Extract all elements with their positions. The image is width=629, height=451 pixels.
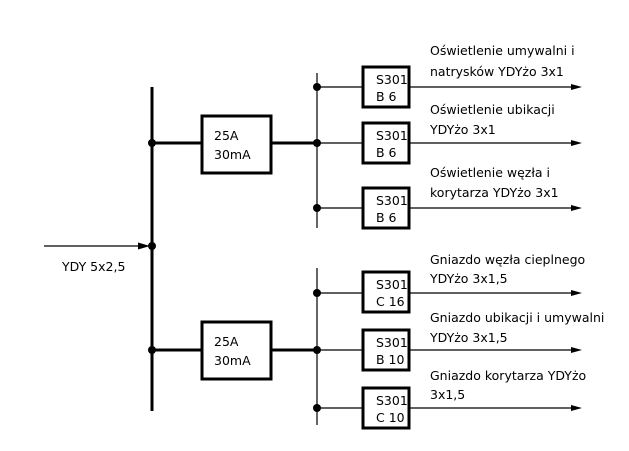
- circuit-3-breaker-type: S301: [376, 193, 408, 208]
- circuit-1-breaker-type: S301: [376, 72, 408, 87]
- rcd-bottom-box: [200, 320, 273, 381]
- circuit-5-breaker-rating: B 10: [376, 352, 405, 367]
- circuit-3-desc-line1: Oświetlenie węzła i: [430, 165, 550, 180]
- circuit-4-arrow: [571, 290, 582, 296]
- circuit-4-breaker-rating: C 16: [376, 294, 405, 309]
- circuit-6-breaker-rating: C 10: [376, 410, 405, 425]
- circuit-1-desc-line1: Oświetlenie umywalni i: [430, 43, 575, 58]
- circuit-2-desc-line2: YDYżo 3x1: [429, 122, 496, 137]
- rcd-bottom-trip: 30mA: [214, 353, 251, 368]
- circuit-5-desc-line2: YDYżo 3x1,5: [429, 330, 508, 345]
- circuit-3-breaker: [361, 186, 411, 230]
- circuit-3-breaker-rating: B 6: [376, 210, 397, 225]
- circuit-6-desc-line2: 3x1,5: [430, 387, 465, 402]
- circuit-6-arrow: [571, 405, 582, 411]
- supply-junction: [148, 242, 156, 250]
- circuit-1-arrow: [571, 84, 582, 90]
- circuit-4: S301 C 16 Gniazdo węzła cieplnego YDYżo …: [313, 252, 585, 314]
- circuit-4-breaker-type: S301: [376, 277, 408, 292]
- circuit-5: S301 B 10 Gniazdo ubikacji i umywalni YD…: [317, 310, 604, 372]
- circuit-4-breaker: [361, 270, 411, 314]
- circuit-1-breaker-rating: B 6: [376, 89, 397, 104]
- supply-arrow: [138, 242, 150, 250]
- circuit-4-desc-line1: Gniazdo węzła cieplnego: [430, 252, 585, 267]
- circuit-6-breaker: [361, 386, 411, 430]
- circuit-1-desc-line2: natrysków YDYżo 3x1: [430, 64, 564, 79]
- circuit-6-desc-line1: Gniazdo korytarza YDYżo: [430, 368, 586, 383]
- rcd-top-rating: 25A: [214, 128, 239, 143]
- circuit-2-breaker-type: S301: [376, 128, 408, 143]
- circuit-3-arrow: [571, 205, 582, 211]
- rcd-top-box: [200, 114, 273, 175]
- rcd-bottom-rating: 25A: [214, 334, 239, 349]
- circuit-3-desc-line2: korytarza YDYżo 3x1: [430, 185, 559, 200]
- circuit-4-desc-line2: YDYżo 3x1,5: [429, 271, 508, 286]
- circuit-5-desc-line1: Gniazdo ubikacji i umywalni: [430, 310, 604, 325]
- circuit-2-arrow: [571, 140, 582, 146]
- supply-label: YDY 5x2,5: [61, 259, 125, 274]
- rcd-top-trip: 30mA: [214, 147, 251, 162]
- circuit-3: S301 B 6 Oświetlenie węzła i korytarza Y…: [313, 165, 582, 230]
- circuit-5-breaker-type: S301: [376, 335, 408, 350]
- circuit-2-breaker: [361, 121, 411, 165]
- circuit-2-breaker-rating: B 6: [376, 145, 397, 160]
- circuit-6-breaker-type: S301: [376, 393, 408, 408]
- circuit-5-arrow: [571, 347, 582, 353]
- circuit-6: S301 C 10 Gniazdo korytarza YDYżo 3x1,5: [313, 368, 586, 430]
- circuit-2-desc-line1: Oświetlenie ubikacji: [430, 102, 555, 117]
- circuit-1: S301 B 6 Oświetlenie umywalni i natryskó…: [313, 43, 582, 109]
- circuit-2: S301 B 6 Oświetlenie ubikacji YDYżo 3x1: [317, 102, 582, 165]
